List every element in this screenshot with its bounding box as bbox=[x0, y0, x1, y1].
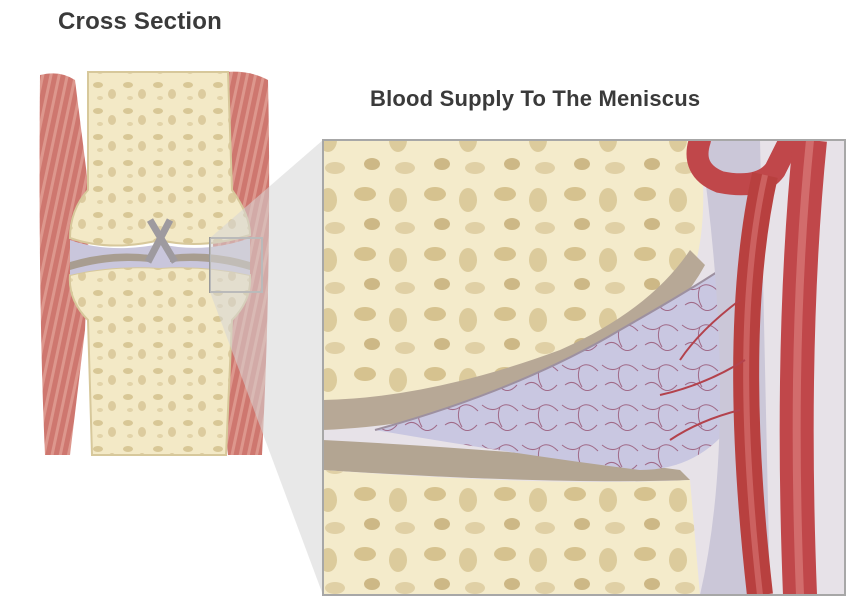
meniscus-detail-diagram bbox=[323, 140, 845, 595]
